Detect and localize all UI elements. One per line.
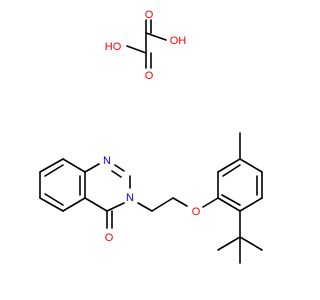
bond (44, 193, 64, 206)
bond (217, 197, 241, 212)
quinazolinone (39, 158, 188, 229)
bond (62, 158, 86, 173)
chemical-structure: HO OH O O N N O O (39, 9, 263, 264)
bond (111, 170, 122, 178)
bond (239, 236, 263, 251)
bond (222, 164, 241, 177)
bond (217, 236, 241, 251)
bond (172, 197, 188, 207)
bond (114, 164, 125, 172)
atom-labels: HO OH O O N N O O (103, 9, 201, 244)
ether-oxygen-label: O (192, 206, 201, 218)
bond (106, 202, 125, 212)
bond (62, 197, 86, 212)
ketone-oxygen-label: O (105, 232, 114, 244)
aryl-ring (202, 132, 263, 264)
carbonyl-oxygen-label-bottom: O (145, 70, 154, 82)
bond (151, 197, 174, 212)
hydroxyl-label-right: OH (170, 35, 187, 47)
nitrogen-label-upper: N (103, 155, 111, 167)
bond (84, 163, 100, 173)
bond (217, 158, 241, 173)
bond (202, 197, 219, 208)
carbonyl-oxygen-label-top: O (145, 9, 154, 21)
bond (39, 197, 64, 212)
bond (221, 194, 241, 206)
bond (84, 197, 108, 212)
hydroxyl-label-left: HO (105, 41, 122, 53)
bond (137, 202, 153, 212)
bond (145, 32, 167, 41)
bond (44, 164, 64, 177)
bond (39, 158, 64, 173)
nitrogen-label-ring: N (126, 192, 134, 204)
bond (239, 197, 263, 212)
oxalic-acid (126, 19, 167, 69)
bond (126, 45, 147, 54)
bond (239, 158, 263, 173)
